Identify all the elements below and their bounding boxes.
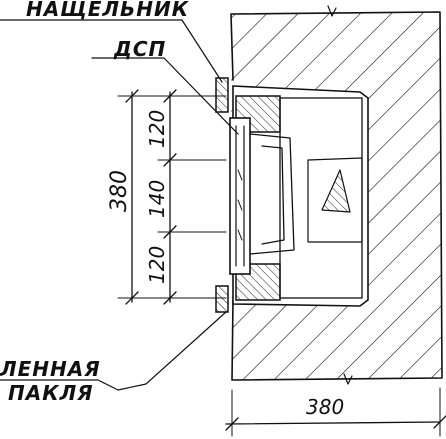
dim-wall-thickness: 380 [306,395,344,419]
trim-label: НАЩЕЛЬНИК [26,0,190,21]
dim-segment-bottom: 120 [145,246,169,284]
dim-segment-top: 120 [145,110,169,148]
dim-segment-middle: 140 [145,180,169,218]
leader-lines [0,19,239,391]
tow-label-line1: ЛЕННАЯ [0,357,101,381]
horizontal-dimension [225,387,446,437]
vertical-dimension-chain [117,89,227,305]
board-label: ДСП [113,37,166,61]
trim-boards [215,77,229,313]
dim-total-height: 380 [107,170,132,212]
tow-label-line2: ПАКЛЯ [8,381,94,405]
window-box-frame [235,95,363,301]
particle-board-panel [229,117,251,275]
